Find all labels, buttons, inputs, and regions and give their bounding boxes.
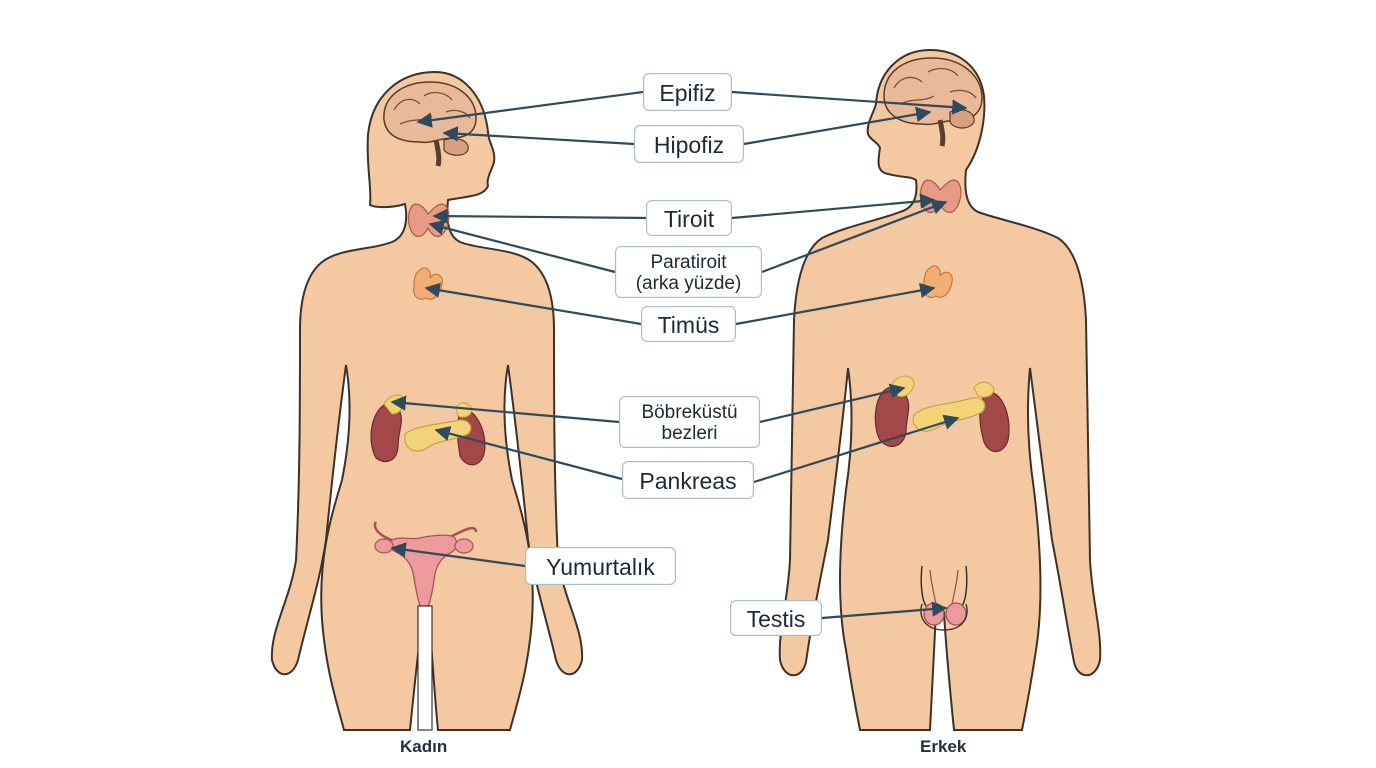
label-hipofiz-text: Hipofiz xyxy=(653,131,725,158)
label-epifiz-text: Epifiz xyxy=(659,79,716,106)
label-hipofiz: Hipofiz xyxy=(634,125,744,163)
arrow-tiroit-female xyxy=(432,208,647,224)
male-silhouette xyxy=(778,48,1102,731)
female-vaginal-canal xyxy=(417,605,433,731)
arrow-bobrekustu-male xyxy=(759,383,906,424)
label-pankreas-text: Pankreas xyxy=(639,467,737,494)
female-cerebellum xyxy=(443,137,469,156)
label-bobrekustu: Böbreküstü bezleri xyxy=(619,396,760,448)
arrow-pankreas-female xyxy=(434,426,623,481)
male-brainstem xyxy=(937,119,946,147)
female-brain-folds xyxy=(393,91,471,125)
male-scrotum xyxy=(920,603,968,631)
label-testis-text: Testis xyxy=(746,605,806,632)
label-tiroit: Tiroit xyxy=(646,200,732,236)
arrow-testis xyxy=(821,601,948,620)
arrow-paratiroit-female xyxy=(428,220,616,274)
arrow-epifiz-male xyxy=(731,90,968,115)
arrow-paratiroit-male xyxy=(761,199,948,274)
label-bobrekustu-line1: Böbreküstü xyxy=(641,401,738,423)
female-ovary-right xyxy=(454,538,474,554)
arrow-tiroit-male xyxy=(731,193,936,220)
label-timus: Timüs xyxy=(641,306,736,342)
arrow-epifiz-female xyxy=(416,90,644,128)
label-paratiroit-line1: Paratiroit xyxy=(650,251,727,273)
female-fallopian-tubes xyxy=(373,521,478,542)
arrow-hipofiz-male xyxy=(743,106,932,146)
label-bobrekustu-line2: bezleri xyxy=(661,422,718,444)
label-testis: Testis xyxy=(730,600,822,636)
label-pankreas: Pankreas xyxy=(622,461,754,499)
label-tiroit-text: Tiroit xyxy=(663,205,715,232)
connector-arrows xyxy=(390,90,968,620)
label-epifiz: Epifiz xyxy=(643,73,732,111)
label-timus-text: Timüs xyxy=(657,311,720,338)
male-testis-left xyxy=(923,602,945,626)
female-adrenal-right xyxy=(455,402,473,418)
female-body xyxy=(270,70,584,731)
label-paratiroit-line2: (arka yüzde) xyxy=(635,272,742,294)
male-cerebellum xyxy=(949,109,975,129)
arrow-timus-male xyxy=(735,282,936,326)
male-body xyxy=(778,48,1102,731)
male-adrenal-right xyxy=(973,381,995,398)
arrow-bobrekustu-female xyxy=(390,395,620,424)
female-ovary-left xyxy=(374,538,394,554)
female-brainstem xyxy=(433,139,442,167)
arrow-yumurtalik xyxy=(390,542,526,568)
label-yumurtalik: Yumurtalık xyxy=(525,547,676,585)
arrow-hipofiz-female xyxy=(442,126,635,146)
label-paratiroit: Paratiroit (arka yüzde) xyxy=(615,246,762,298)
label-yumurtalik-text: Yumurtalık xyxy=(546,553,655,580)
male-genital-outline xyxy=(920,565,968,607)
male-pancreas xyxy=(912,397,986,432)
caption-female: Kadın xyxy=(400,737,448,756)
arrow-timus-female xyxy=(424,282,642,326)
arrow-pankreas-male xyxy=(753,414,960,484)
caption-male: Erkek xyxy=(920,737,967,756)
male-brain-folds xyxy=(893,67,977,105)
